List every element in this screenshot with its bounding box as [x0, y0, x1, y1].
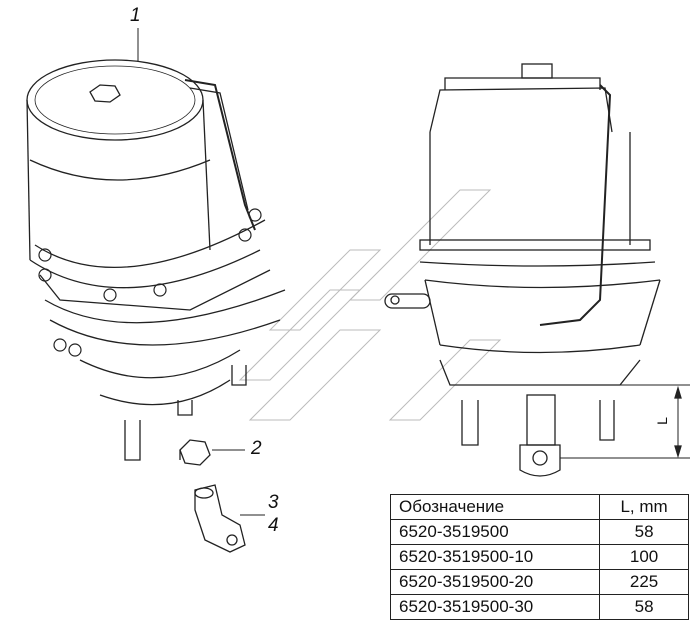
fork-part [194, 484, 246, 553]
table-row: 6520-3519500 58 [389, 519, 689, 545]
spec-table: Обозначение L, mm 6520-3519500 58 6520-3… [389, 494, 689, 620]
callout-1: 1 [130, 5, 141, 26]
table-row: 6520-3519500-10 100 [389, 544, 689, 570]
leader-lines [137, 28, 265, 516]
dimension-label: L [653, 417, 670, 425]
chamber-side-view [384, 63, 690, 477]
cell-designation: 6520-3519500 [389, 519, 601, 545]
header-length: L, mm [599, 494, 689, 520]
chamber-isometric [26, 59, 286, 461]
cell-designation: 6520-3519500-20 [389, 569, 601, 595]
stud [124, 365, 247, 461]
cell-length: 100 [599, 544, 689, 570]
cell-designation: 6520-3519500-30 [389, 594, 601, 620]
cell-length: 58 [599, 594, 689, 620]
cell-length: 58 [599, 519, 689, 545]
callout-4: 4 [268, 515, 279, 536]
nut-part [179, 439, 211, 466]
callout-3: 3 [268, 492, 279, 513]
table-header-row: Обозначение L, mm [389, 494, 689, 520]
cell-length: 225 [599, 569, 689, 595]
table-row: 6520-3519500-20 225 [389, 569, 689, 595]
table-row: 6520-3519500-30 58 [389, 594, 689, 620]
cell-designation: 6520-3519500-10 [389, 544, 601, 570]
header-designation: Обозначение [389, 494, 601, 520]
callout-2: 2 [251, 438, 262, 459]
